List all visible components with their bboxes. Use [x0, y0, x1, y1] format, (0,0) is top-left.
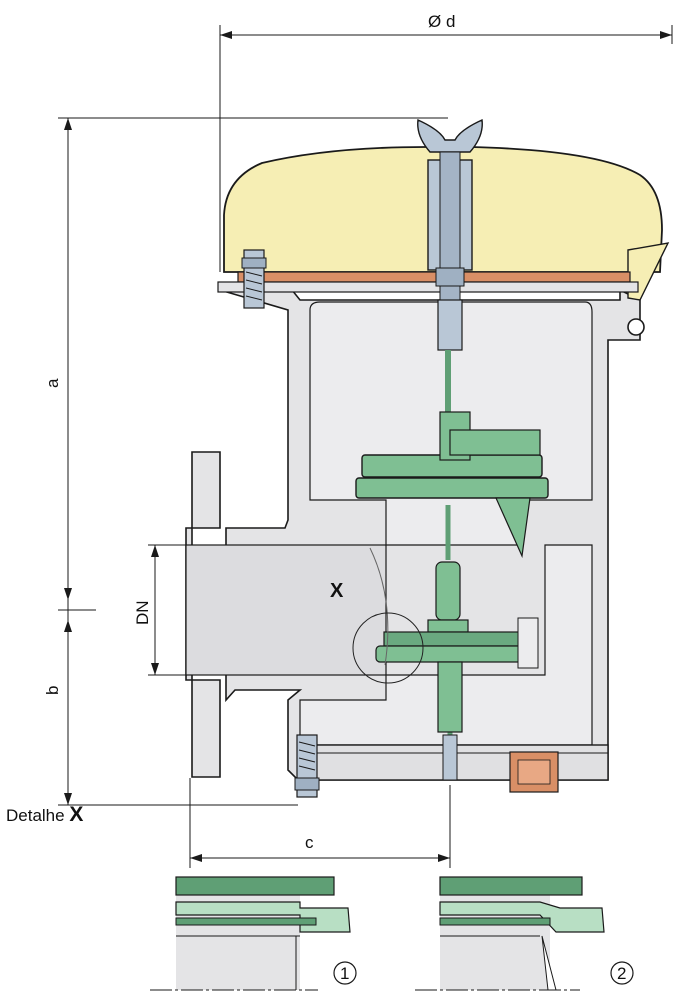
wing-nut-icon — [417, 118, 483, 153]
bottom-bolt — [294, 734, 320, 798]
detail-marker-x: X — [330, 580, 344, 602]
detail-circle — [352, 612, 424, 684]
diameter-label: Ø d — [428, 12, 455, 31]
top-bolt — [241, 249, 267, 309]
gasket-flange — [237, 271, 631, 283]
section-curve — [369, 547, 389, 666]
dimension-lines — [58, 25, 673, 868]
offset-c-label: c — [305, 833, 314, 852]
detail-caption: Detalhe X — [6, 803, 83, 827]
dimension-arrows — [64, 31, 672, 862]
inlet-bore — [185, 544, 387, 676]
dn-label: DN — [133, 600, 152, 625]
variant-1-label: 1 — [340, 964, 349, 983]
height-b-label: b — [43, 686, 62, 695]
detail-caption-letter: X — [69, 803, 84, 826]
spindle-assembly — [417, 118, 483, 781]
detail-caption-text: Detalhe — [6, 806, 65, 825]
height-a-label: a — [43, 378, 62, 388]
inlet-flange — [185, 451, 221, 778]
detail-view-2: 2 — [415, 876, 634, 991]
upper-pallet — [355, 411, 549, 559]
valve-housing — [185, 288, 645, 793]
detail-view-1: 1 — [150, 876, 357, 991]
hinge-lug-hole — [627, 318, 645, 336]
lower-pallet — [375, 561, 539, 733]
variant-2-label: 2 — [617, 964, 626, 983]
